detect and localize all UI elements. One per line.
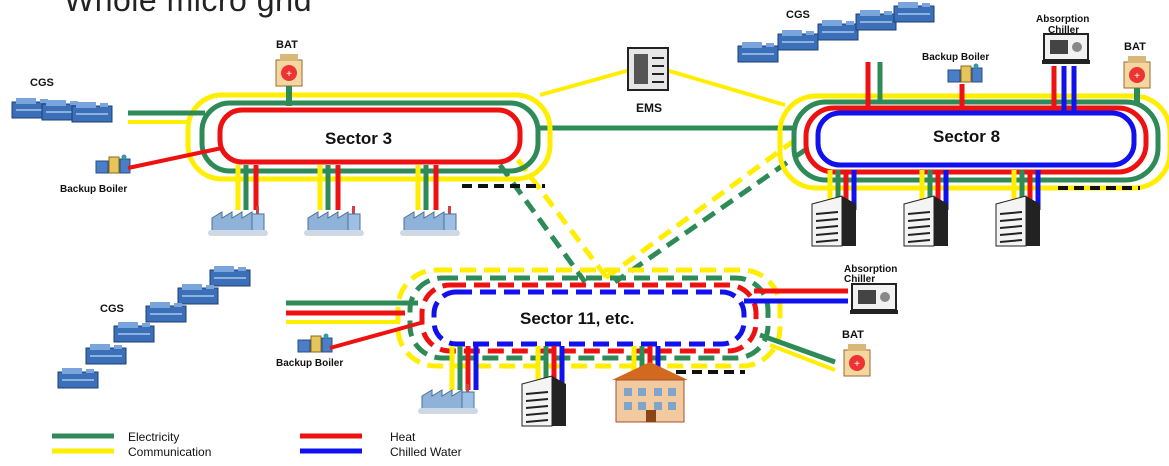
cgs-label: CGS <box>30 77 54 89</box>
sector-8-ring <box>777 93 1169 191</box>
boiler-icon <box>947 63 983 83</box>
legend-electricity: Electricity <box>128 430 179 444</box>
boiler-11-link <box>329 320 425 350</box>
cgs-label: CGS <box>100 303 124 315</box>
office-building-icon <box>521 375 567 427</box>
sector-3-ring <box>185 92 553 182</box>
backup-boiler-label: Backup Boiler <box>922 52 989 63</box>
backup-boiler-label: Backup Boiler <box>60 184 127 195</box>
absorption-label: Absorption <box>1036 14 1089 25</box>
sector-11-ring <box>395 267 783 369</box>
ems-link-sector3 <box>539 68 631 97</box>
absorption-label: Absorption <box>844 264 897 275</box>
legend-chilled-water: Chilled Water <box>390 445 462 459</box>
office-building-icon <box>811 195 1041 247</box>
bat-label: BAT <box>1124 41 1146 53</box>
boiler-link <box>127 146 223 170</box>
factory-icon <box>207 205 461 237</box>
page-title: Whole micro grid <box>64 0 313 18</box>
generator-icon <box>737 1 935 63</box>
sector8-sector11-dashed-link <box>598 137 807 285</box>
battery-icon <box>1123 55 1151 89</box>
battery-icon <box>275 53 303 87</box>
boiler-icon <box>95 154 131 174</box>
legend-heat: Heat <box>390 430 416 444</box>
factory-icon <box>417 383 479 415</box>
sector-3-drops <box>235 165 439 210</box>
chiller-label: Chiller <box>1048 25 1079 36</box>
cgs-8-link <box>865 62 883 108</box>
chiller-11-link <box>744 288 848 304</box>
bat-11-link <box>759 332 836 372</box>
chiller-8-link <box>1051 66 1077 114</box>
boiler-icon <box>297 333 333 353</box>
bat-label: BAT <box>276 39 298 51</box>
battery-icon <box>843 343 871 377</box>
chiller-icon <box>1041 33 1091 65</box>
generator-icon <box>11 97 113 123</box>
sector-8-label: Sector 8 <box>933 127 1000 146</box>
legend-communication: Communication <box>128 445 211 459</box>
backup-boiler-label: Backup Boiler <box>276 358 343 369</box>
ems-link-sector8 <box>665 68 786 107</box>
chiller-label: Chiller <box>844 274 875 285</box>
cgs-link <box>128 110 205 124</box>
cgs-11-link <box>286 300 418 324</box>
ems-server-icon <box>627 47 669 91</box>
sector-11-label: Sector 11, etc. <box>520 309 634 328</box>
bat-label: BAT <box>842 329 864 341</box>
legend: Electricity Communication Heat Chilled W… <box>52 430 462 459</box>
ems-label: EMS <box>636 101 662 115</box>
chiller-icon <box>849 283 899 315</box>
generator-icon <box>57 265 251 389</box>
cgs-label: CGS <box>786 9 810 21</box>
sector-3-label: Sector 3 <box>325 129 392 148</box>
